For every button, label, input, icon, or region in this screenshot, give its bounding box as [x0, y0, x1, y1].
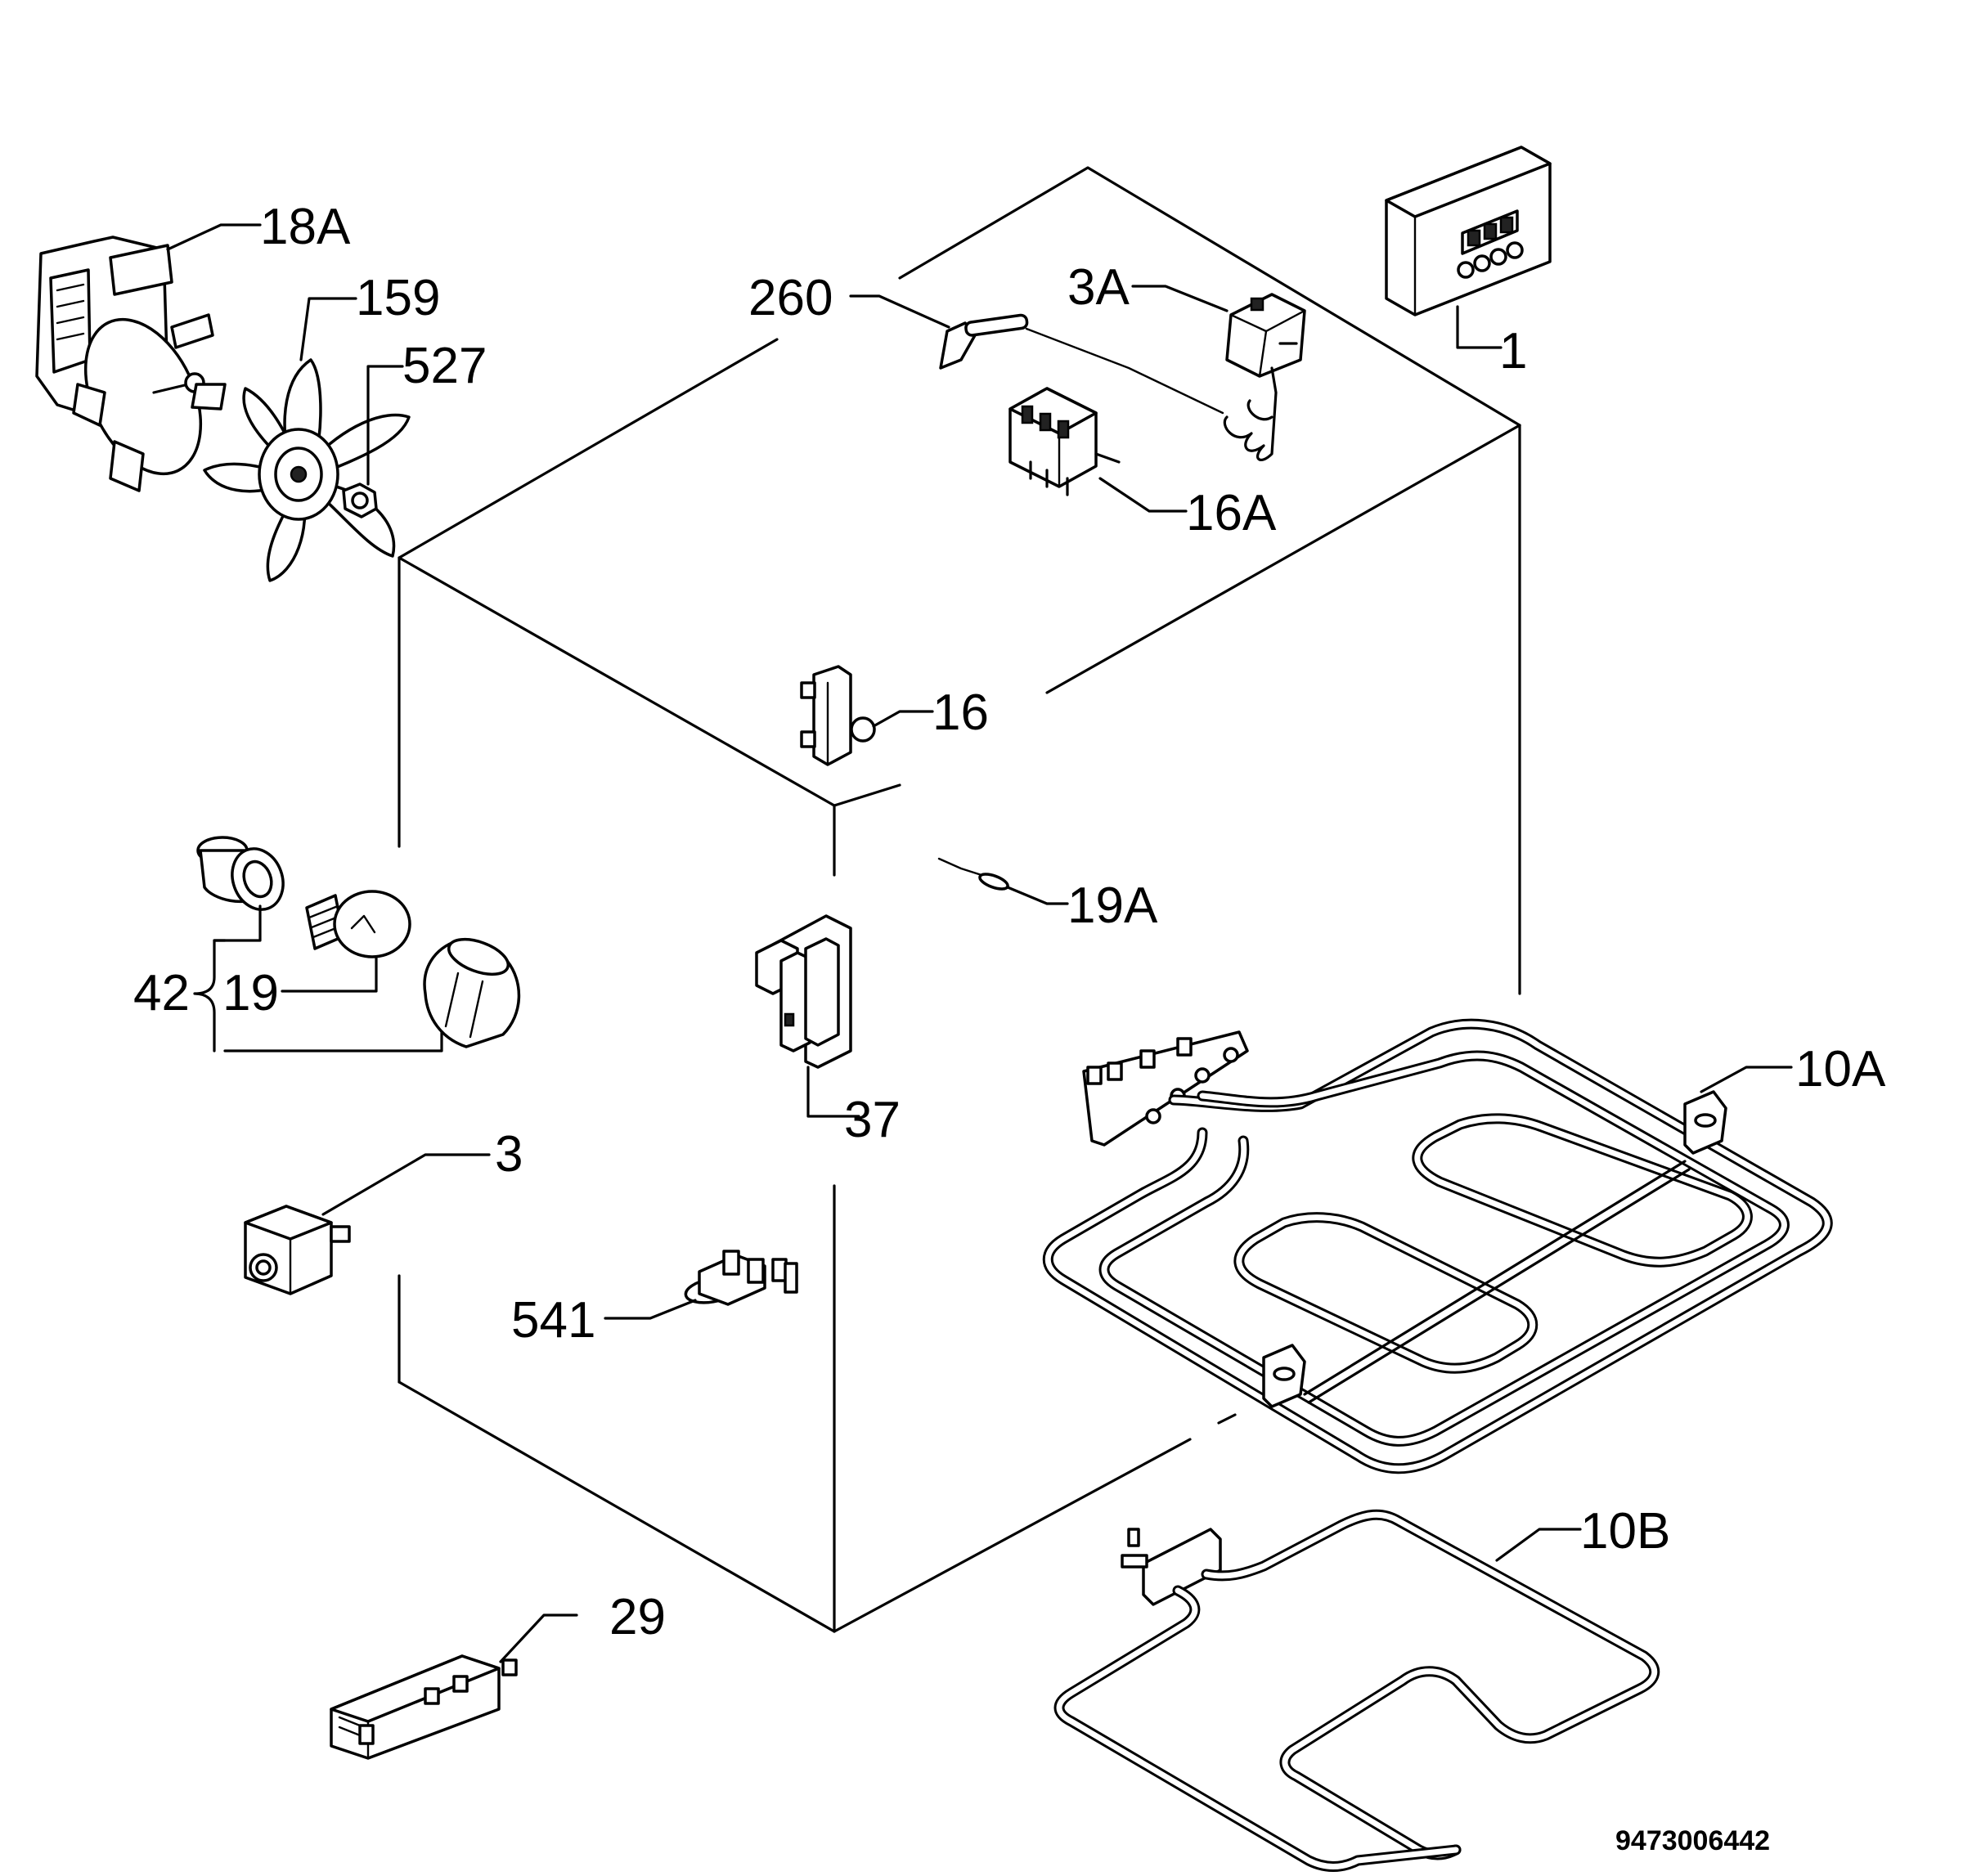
label-1: 1: [1499, 323, 1527, 379]
label-10b: 10B: [1580, 1503, 1670, 1560]
leader-19: [281, 957, 378, 993]
lamp-holder-part: [196, 836, 285, 911]
pushbutton-switch-part: [244, 1205, 351, 1295]
lamp-bulb-part: [305, 890, 411, 958]
leader-16a: [1098, 477, 1188, 513]
grill-heating-element-part: [1042, 1018, 1833, 1474]
thermostat-sensor-part: [939, 313, 1224, 415]
sensor-wire-part: [937, 857, 1009, 891]
fan-motor-part: [35, 236, 227, 492]
lamp-cover-part: [423, 937, 521, 1048]
oven-cabinet-outline: [398, 166, 1521, 1633]
label-19: 19: [222, 965, 279, 1021]
leader-260: [849, 294, 950, 329]
fan-blade-part: [203, 358, 411, 582]
label-159: 159: [356, 270, 440, 326]
bracket-part: [755, 914, 852, 1069]
leader-3a: [1131, 285, 1229, 312]
leader-42-cover: [223, 1030, 443, 1052]
leader-29: [499, 1613, 578, 1663]
leader-16: [872, 710, 934, 728]
leader-527: [366, 365, 404, 486]
timer-clock-part: [1385, 146, 1552, 316]
terminal-block-part: [684, 1250, 798, 1306]
fan-nut-part: [342, 482, 378, 518]
label-3: 3: [495, 1126, 523, 1183]
ignition-module-part: [330, 1654, 518, 1760]
label-16a: 16A: [1186, 485, 1277, 541]
leader-159: [299, 297, 357, 361]
leader-10b: [1495, 1528, 1582, 1562]
label-10a: 10A: [1795, 1041, 1886, 1097]
label-260: 260: [748, 270, 833, 326]
label-29: 29: [609, 1589, 666, 1645]
label-18a: 18A: [260, 199, 351, 255]
leader-3: [321, 1153, 491, 1216]
label-19a: 19A: [1067, 877, 1158, 934]
leader-37: [806, 1066, 860, 1118]
switch-part: [800, 665, 876, 766]
label-37: 37: [844, 1092, 901, 1148]
leader-541: [604, 1299, 697, 1320]
selector-switch-part: [1008, 387, 1121, 496]
label-42: 42: [133, 965, 190, 1021]
label-3a: 3A: [1067, 259, 1130, 316]
label-16: 16: [932, 684, 989, 741]
bottom-heating-element-part: [1053, 1509, 1660, 1872]
brace-42: [193, 939, 227, 1052]
label-527: 527: [402, 338, 487, 394]
diagram-reference-number: 9473006442: [1615, 1825, 1770, 1856]
leader-1: [1456, 305, 1503, 349]
label-541: 541: [511, 1292, 595, 1349]
leader-18a: [166, 223, 262, 251]
thermostat-part: [1223, 293, 1306, 461]
leader-42-holder: [213, 904, 262, 942]
leader-10a: [1700, 1066, 1793, 1093]
leader-19a: [1006, 886, 1069, 905]
